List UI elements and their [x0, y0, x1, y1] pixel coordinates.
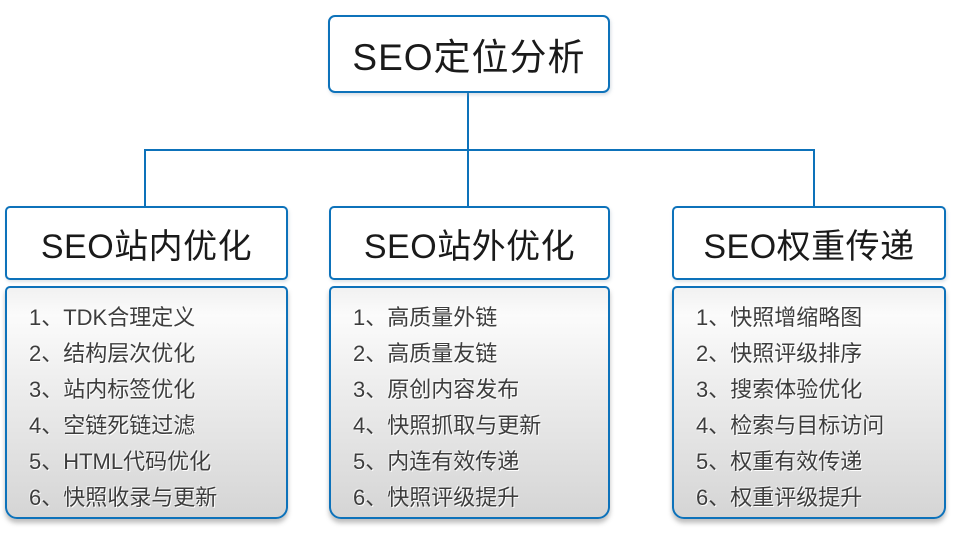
list-item: 3、原创内容发布	[353, 377, 520, 402]
connector-horizontal	[144, 149, 815, 151]
list-item: 1、快照增缩略图	[696, 305, 863, 330]
list-item: 3、搜索体验优化	[696, 377, 863, 402]
list-item: 4、空链死链过滤	[29, 413, 196, 438]
list-box-onsite: 1、TDK合理定义 2、结构层次优化 3、站内标签优化 4、空链死链过滤 5、H…	[5, 286, 288, 519]
list-item: 5、内连有效传递	[353, 449, 520, 474]
header-label-onsite: SEO站内优化	[40, 227, 253, 266]
list-item: 1、高质量外链	[353, 305, 498, 330]
root-title: SEO定位分析	[352, 37, 586, 78]
root-node-seo-positioning: SEO定位分析	[328, 15, 610, 93]
column-weight-transfer: SEO权重传递 1、快照增缩略图 2、快照评级排序 3、搜索体验优化 4、检索与…	[672, 206, 946, 519]
header-node-onsite: SEO站内优化	[5, 206, 288, 280]
list-item: 6、快照评级提升	[353, 485, 520, 510]
list-item: 3、站内标签优化	[29, 377, 196, 402]
header-label-offsite: SEO站外优化	[363, 227, 576, 266]
header-node-offsite: SEO站外优化	[329, 206, 610, 280]
list-box-offsite: 1、高质量外链 2、高质量友链 3、原创内容发布 4、快照抓取与更新 5、内连有…	[329, 286, 610, 519]
list-item: 2、快照评级排序	[696, 341, 863, 366]
connector-drop-weight	[813, 149, 815, 207]
list-item: 5、HTML代码优化	[29, 449, 212, 474]
column-offsite-optimization: SEO站外优化 1、高质量外链 2、高质量友链 3、原创内容发布 4、快照抓取与…	[329, 206, 610, 519]
list-item: 2、高质量友链	[353, 341, 498, 366]
list-item: 2、结构层次优化	[29, 341, 196, 366]
list-item: 5、权重有效传递	[696, 449, 863, 474]
column-onsite-optimization: SEO站内优化 1、TDK合理定义 2、结构层次优化 3、站内标签优化 4、空链…	[5, 206, 288, 519]
list-item: 6、快照收录与更新	[29, 485, 218, 510]
list-item: 4、快照抓取与更新	[353, 413, 542, 438]
list-item: 1、TDK合理定义	[29, 305, 196, 330]
header-node-weight: SEO权重传递	[672, 206, 946, 280]
header-label-weight: SEO权重传递	[703, 227, 915, 266]
connector-drop-onsite	[144, 149, 146, 207]
connector-root-vertical	[467, 93, 469, 151]
connector-drop-offsite	[467, 149, 469, 207]
list-item: 4、检索与目标访问	[696, 413, 885, 438]
list-box-weight: 1、快照增缩略图 2、快照评级排序 3、搜索体验优化 4、检索与目标访问 5、权…	[672, 286, 946, 519]
list-item: 6、权重评级提升	[696, 485, 863, 510]
